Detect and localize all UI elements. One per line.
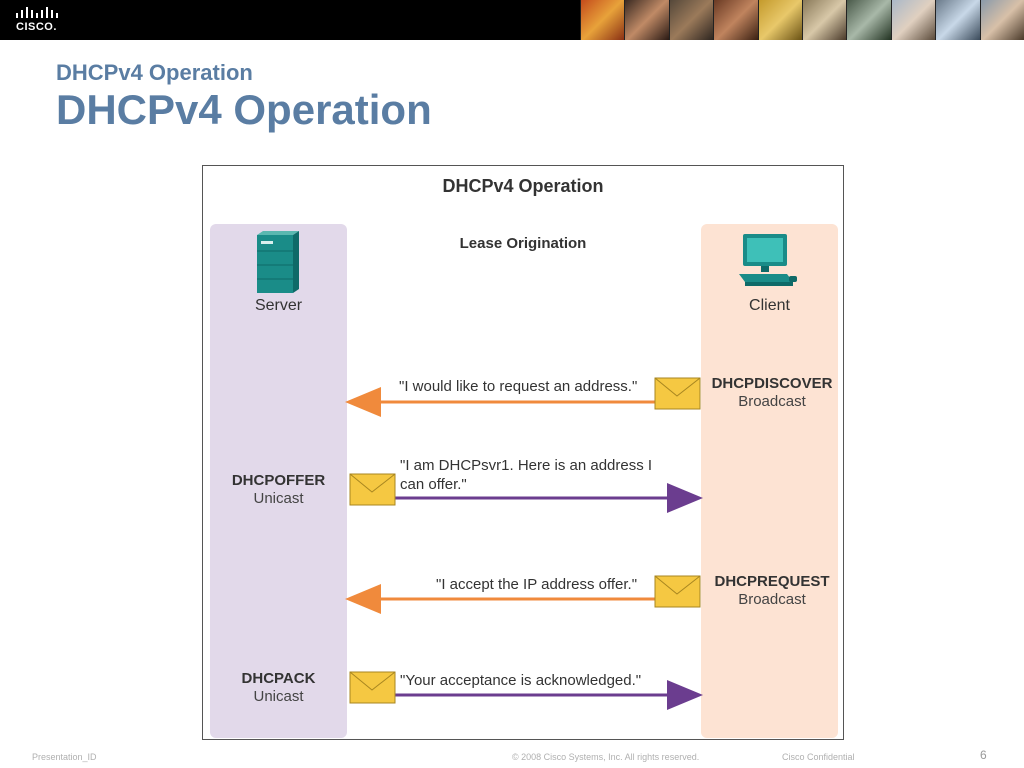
cisco-logo: CISCO. xyxy=(6,4,70,36)
offer-quote-line1: "I am DHCPsvr1. Here is an address I xyxy=(400,457,653,474)
server-icon xyxy=(257,231,299,293)
message-type: DHCPACK xyxy=(241,670,316,687)
page-number: 6 xyxy=(980,748,987,762)
dhcp-diagram: DHCPv4 Operation Lease Origination Serve… xyxy=(202,165,844,740)
ack-quote: "Your acceptance is acknowledged." xyxy=(400,672,642,689)
client-column xyxy=(701,224,838,738)
slide-title: DHCPv4 Operation xyxy=(56,86,432,133)
phase-label: Lease Origination xyxy=(459,235,587,252)
header-photo xyxy=(713,0,758,40)
header-photo xyxy=(580,0,625,40)
message-mode: Broadcast xyxy=(738,591,806,608)
header-photo xyxy=(802,0,847,40)
server-label: Server xyxy=(254,297,303,314)
offer-quote: "I am DHCPsvr1. Here is an address I can… xyxy=(400,456,652,494)
envelope-icon xyxy=(654,575,701,608)
client-label: Client xyxy=(749,297,790,314)
server-column xyxy=(210,224,347,738)
envelope-icon xyxy=(349,473,396,506)
header-photo xyxy=(668,0,714,40)
header-bar: CISCO. xyxy=(0,0,1024,40)
footer-confidential: Cisco Confidential xyxy=(782,752,855,762)
dhcpoffer-label: DHCPOFFER Unicast xyxy=(210,472,347,508)
client-computer-icon xyxy=(739,234,797,286)
footer-copyright: © 2008 Cisco Systems, Inc. All rights re… xyxy=(512,752,700,762)
logo-text: CISCO. xyxy=(16,21,57,33)
message-arrows xyxy=(345,377,703,710)
dhcpack-label: DHCPACK Unicast xyxy=(210,670,347,706)
diagram-title: DHCPv4 Operation xyxy=(442,176,604,196)
offer-quote-line2: can offer." xyxy=(400,476,467,493)
header-photo xyxy=(846,0,891,40)
dhcpdiscover-label: DHCPDISCOVER Broadcast xyxy=(701,375,843,411)
envelope-icon xyxy=(349,671,396,704)
request-quote: "I accept the IP address offer." xyxy=(436,576,638,593)
message-type: DHCPREQUEST xyxy=(714,573,830,590)
header-photo xyxy=(757,0,803,40)
header-photo xyxy=(935,0,980,40)
cisco-bars-icon xyxy=(16,7,58,18)
slide-subtitle: DHCPv4 Operation xyxy=(56,60,253,85)
message-mode: Broadcast xyxy=(738,393,806,410)
header-photo xyxy=(979,0,1024,40)
message-mode: Unicast xyxy=(253,490,304,507)
message-type: DHCPDISCOVER xyxy=(711,375,833,392)
footer-presentation-id: Presentation_ID xyxy=(32,752,97,762)
header-photo xyxy=(624,0,669,40)
envelope-icon xyxy=(654,377,701,410)
message-mode: Unicast xyxy=(253,688,304,705)
discover-quote: "I would like to request an address." xyxy=(399,378,638,395)
photo-strip xyxy=(580,0,1024,40)
dhcprequest-label: DHCPREQUEST Broadcast xyxy=(701,573,843,609)
message-type: DHCPOFFER xyxy=(231,472,326,489)
header-photo xyxy=(890,0,936,40)
